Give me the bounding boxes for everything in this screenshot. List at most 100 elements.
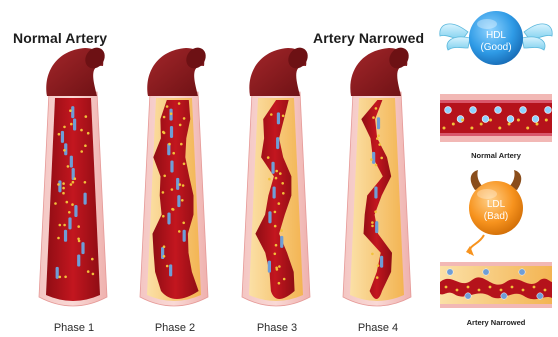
cholesterol-rod (268, 211, 271, 223)
blood-spot (275, 244, 278, 247)
blood-spot (526, 127, 529, 130)
blood-spot (163, 175, 166, 178)
blood-spot (85, 115, 88, 118)
cholesterol-rod (170, 161, 173, 173)
blood-spot (377, 264, 380, 267)
ldl-particle (519, 269, 525, 275)
blood-spot (378, 143, 381, 146)
cholesterol-rod (177, 195, 180, 207)
cholesterol-rod (280, 236, 283, 248)
blood-spot (278, 202, 281, 205)
blood-spot (182, 222, 185, 225)
ldl-particle (483, 269, 489, 275)
blood-lumen (46, 98, 100, 301)
blood-spot (59, 276, 62, 279)
blood-spot (63, 149, 66, 152)
blood-spot (54, 202, 57, 205)
cholesterol-rod (169, 264, 172, 276)
blood-spot (380, 157, 383, 160)
blood-spot (74, 177, 77, 180)
blood-spot (375, 107, 378, 110)
blood-spot (162, 215, 165, 218)
blood-spot (171, 188, 174, 191)
blood-spot (274, 211, 277, 214)
blood-spot (374, 210, 377, 213)
hdl-particle (470, 107, 477, 114)
blood-spot (87, 132, 90, 135)
blood-spot (283, 278, 286, 281)
blood-spot (275, 170, 278, 173)
hdl-particle (482, 116, 489, 123)
cholesterol-rod (183, 230, 186, 242)
hdl-particle (507, 116, 514, 123)
blood-spot (62, 182, 65, 185)
blood-spot (77, 238, 80, 241)
phase-label-1: Phase 1 (34, 322, 114, 334)
blood-spot (77, 225, 80, 228)
blood-spot (91, 258, 94, 261)
cholesterol-rod (375, 221, 378, 233)
blood-spot (59, 224, 62, 227)
blood-spot (166, 105, 169, 108)
blood-spot (178, 102, 181, 105)
artery-phase-2 (140, 44, 210, 306)
blood-spot (377, 134, 380, 137)
blood-spot (545, 119, 548, 122)
blood-spot (275, 177, 278, 180)
blood-spot (274, 225, 277, 228)
blood-spot (376, 137, 379, 140)
blood-spot (63, 224, 66, 227)
blood-spot (278, 282, 281, 285)
ldl-particle (447, 269, 453, 275)
normal-artery-strip (440, 94, 552, 142)
artery-phase-1 (39, 44, 109, 306)
ldl-label-line2: (Bad) (484, 211, 508, 222)
blood-spot (536, 123, 539, 126)
cholesterol-rod (81, 242, 84, 254)
heading-normal-artery: Normal Artery (13, 30, 107, 46)
hdl-label-line1: HDL (486, 30, 506, 41)
cholesterol-rod (276, 137, 279, 149)
blood-spot (461, 119, 464, 122)
blood-spot (280, 229, 283, 232)
blood-spot (163, 245, 166, 248)
ldl-particle (537, 293, 543, 299)
hdl-particle (495, 107, 502, 114)
cholesterol-rod (74, 205, 77, 217)
cholesterol-rod (170, 126, 173, 138)
cholesterol-rod (61, 131, 64, 143)
cholesterol-rod (68, 217, 71, 229)
blood-spot (163, 116, 166, 119)
blood-spot (282, 115, 285, 118)
blood-spot (168, 143, 171, 146)
phase-label-4: Phase 4 (338, 322, 418, 334)
blood-spot (282, 192, 285, 195)
blood-spot (87, 270, 90, 273)
hdl-label-line2: (Good) (480, 42, 511, 53)
blood-spot (371, 225, 374, 228)
blood-spot (500, 289, 503, 292)
blood-spot (274, 253, 277, 256)
blood-spot (64, 276, 67, 279)
cholesterol-rod (377, 117, 380, 129)
blood-spot (276, 268, 279, 271)
arteries-group (39, 44, 413, 306)
blood-spot (268, 178, 271, 181)
hdl-particle (520, 107, 527, 114)
blood-spot (57, 237, 60, 240)
blood-spot (166, 265, 169, 268)
blood-spot (57, 183, 60, 186)
blood-spot (498, 127, 501, 130)
blood-spot (489, 286, 492, 289)
blood-spot (270, 113, 273, 116)
blood-spot (508, 123, 511, 126)
blood-spot (80, 150, 83, 153)
caption-normal-artery: Normal Artery (441, 151, 551, 160)
cholesterol-rod (380, 256, 383, 268)
cholesterol-rod (64, 230, 67, 242)
cholesterol-rod (56, 267, 59, 279)
blood-spot (180, 143, 183, 146)
blood-spot (470, 127, 473, 130)
